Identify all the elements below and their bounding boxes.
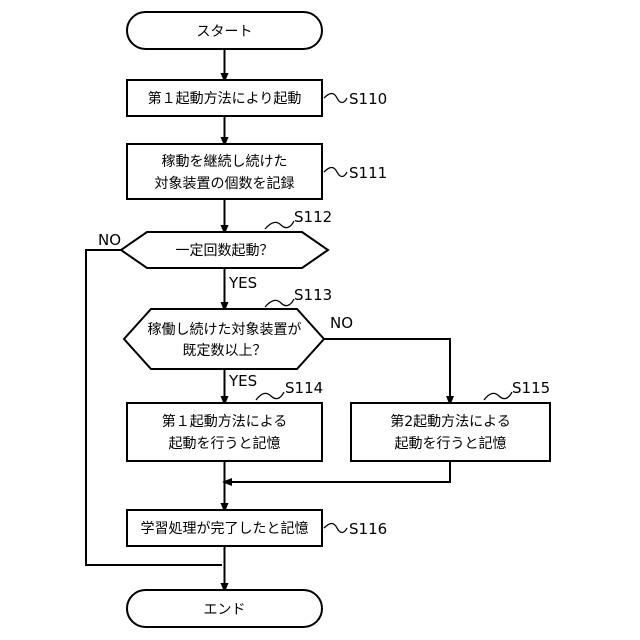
- process-s111-label-line1: 稼動を継続し続けた: [162, 153, 288, 170]
- step-label-s114: S114: [285, 379, 323, 397]
- step-label-s112: S112: [294, 208, 332, 226]
- branch-s113-yes: YES: [228, 372, 257, 390]
- process-s111-label-line2: 対象装置の個数を記録: [155, 175, 295, 192]
- branch-s113-no: NO: [330, 314, 353, 332]
- step-label-s113: S113: [294, 286, 332, 304]
- end-label: エンド: [204, 602, 246, 618]
- branch-s112-yes: YES: [228, 274, 257, 292]
- process-s114-label-line2: 起動を行うと記憶: [169, 435, 281, 452]
- process-s110-label: 第１起動方法により起動: [148, 90, 302, 107]
- process-s115-label-line1: 第2起動方法による: [390, 413, 511, 430]
- process-s115-label-line2: 起動を行うと記憶: [395, 435, 507, 452]
- process-s116-label: 学習処理が完了したと記憶: [141, 520, 309, 537]
- decision-s112-label: 一定回数起動？: [176, 243, 274, 259]
- branch-s112-no: NO: [98, 231, 121, 249]
- decision-s113-label-line2: 既定数以上？: [183, 343, 267, 359]
- step-label-s116: S116: [349, 520, 387, 538]
- process-s114-label-line1: 第１起動方法による: [162, 413, 288, 430]
- step-label-s110: S110: [349, 90, 387, 108]
- process-s115: [351, 403, 550, 461]
- start-label: スタート: [197, 24, 253, 40]
- decision-s113: [124, 309, 324, 369]
- decision-s113-label-line1: 稼働し続けた対象装置が: [148, 321, 302, 338]
- step-label-s115: S115: [512, 379, 550, 397]
- step-label-s111: S111: [349, 164, 387, 182]
- process-s114: [127, 403, 322, 461]
